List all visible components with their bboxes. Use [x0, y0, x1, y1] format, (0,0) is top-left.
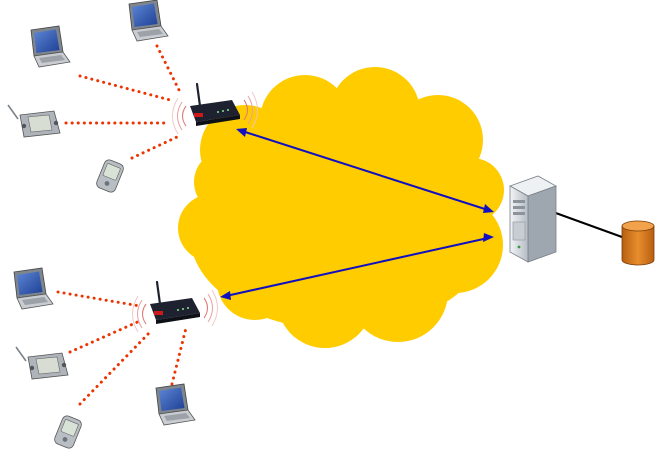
wireless-link — [172, 328, 186, 384]
wireless-router-icon — [133, 282, 218, 332]
pda-icon — [53, 414, 83, 449]
database — [622, 221, 654, 265]
pda-icon — [95, 158, 125, 193]
laptop-icon — [31, 26, 70, 67]
server — [510, 176, 556, 262]
pda-icon — [16, 347, 68, 379]
wireless-link — [132, 137, 177, 158]
wireless-links — [58, 46, 186, 404]
laptop-icon — [129, 0, 168, 41]
lower-site — [14, 268, 218, 450]
server-database-link — [553, 212, 622, 237]
laptop-icon — [156, 384, 195, 425]
wireless-link — [80, 76, 170, 100]
wireless-link — [80, 330, 152, 404]
laptop-icon — [14, 268, 53, 309]
wireless-link — [58, 292, 140, 306]
pda-icon — [8, 105, 60, 137]
wireless-link — [157, 46, 180, 92]
wireless-link — [70, 320, 142, 352]
database-cylinder-icon — [622, 221, 654, 265]
server-icon — [510, 176, 556, 262]
